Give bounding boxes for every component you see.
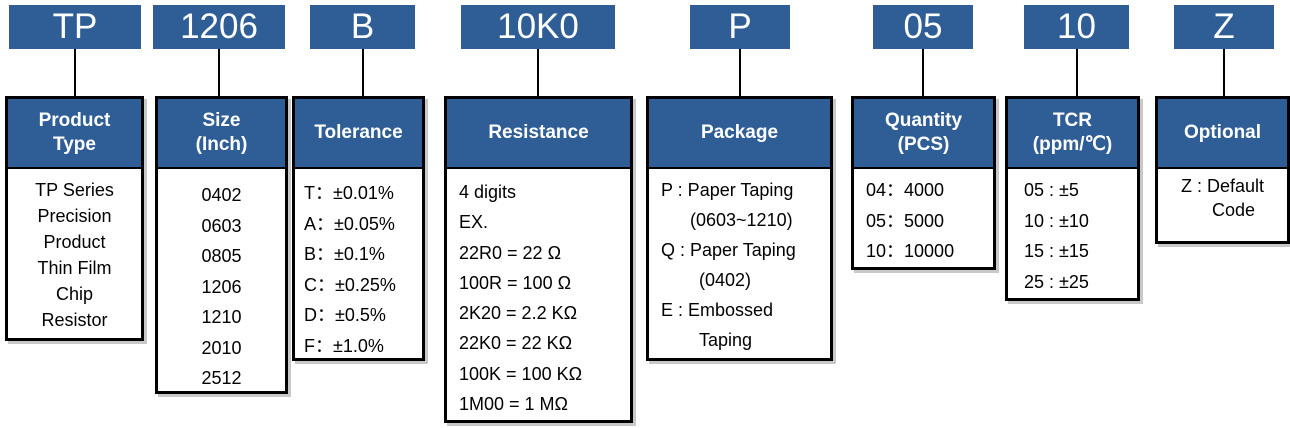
body-line: 04：4000 (866, 180, 945, 200)
body-line: 2010 (201, 337, 242, 358)
header-line: TCR (1052, 110, 1093, 131)
body-line: C：±0.25% (304, 274, 396, 295)
body-line: Z : Default (1180, 176, 1265, 196)
column-header: Size (Inch) (158, 99, 285, 169)
column-size: Size (Inch) 0402 0603 0805 1206 1210 2010… (155, 96, 288, 394)
body-line: 10：10000 (866, 241, 955, 261)
column-header: Tolerance (295, 99, 422, 169)
body-line: P : Paper Taping (661, 180, 794, 200)
body-line: A：±0.05% (304, 213, 395, 234)
body-line: Resistor (41, 310, 108, 330)
body-line: 1210 (201, 307, 242, 327)
body-line: 0805 (201, 246, 242, 266)
body-line: (0402) (699, 270, 752, 290)
column-body: T：±0.01% A：±0.05% B：±0.1% C：±0.25% D：±0.… (295, 169, 422, 361)
code-box-optional: Z (1174, 5, 1274, 49)
header-line: Type (53, 134, 96, 155)
body-line: Code (1211, 200, 1256, 220)
body-line: 10 : ±10 (1024, 210, 1089, 231)
column-body: 4 digits EX. 22R0 = 22 Ω 100R = 100 Ω 2K… (447, 169, 630, 419)
column-body: 05 : ±5 10 : ±10 15 : ±15 25 : ±25 (1008, 169, 1137, 297)
column-body: 0402 0603 0805 1206 1210 2010 2512 (158, 169, 285, 394)
connector-line (74, 49, 76, 97)
code-box-product-type: TP (9, 5, 141, 49)
column-optional: Optional Z : Default Code (1155, 96, 1290, 244)
column-resistance: Resistance 4 digits EX. 22R0 = 22 Ω 100R… (444, 96, 633, 423)
body-line: EX. (459, 212, 489, 233)
column-body: Z : Default Code (1158, 169, 1287, 222)
code-box-tcr: 10 (1024, 5, 1129, 49)
body-line: 100K = 100 KΩ (459, 363, 583, 384)
body-line: 0402 (201, 185, 242, 205)
column-header: Package (649, 99, 830, 169)
body-line: Precision (37, 206, 112, 226)
body-line: 15 : ±15 (1024, 241, 1089, 261)
header-line: Quantity (884, 110, 963, 131)
header-line: Package (700, 122, 779, 143)
body-line: 1M00 = 1 MΩ (459, 394, 569, 415)
header-line: (Inch) (195, 134, 248, 155)
code-box-tolerance: B (310, 5, 415, 49)
body-line: B：±0.1% (304, 244, 385, 264)
column-tolerance: Tolerance T：±0.01% A：±0.05% B：±0.1% C：±0… (292, 96, 425, 361)
column-header: TCR (ppm/℃) (1008, 99, 1137, 169)
header-line: (ppm/℃) (1032, 134, 1113, 155)
column-body: TP Series Precision Product Thin Film Ch… (8, 169, 141, 333)
body-line: T：±0.01% (304, 183, 394, 203)
column-body: P : Paper Taping (0603~1210) Q : Paper T… (649, 169, 830, 355)
connector-line (362, 49, 364, 97)
body-line: 05 : ±5 (1024, 180, 1079, 200)
body-line: 25 : ±25 (1024, 271, 1089, 292)
header-line: Tolerance (314, 122, 403, 143)
body-line: 05：5000 (866, 210, 945, 231)
body-line: 100R = 100 Ω (459, 272, 572, 293)
connector-line (1223, 49, 1225, 97)
connector-line (537, 49, 539, 97)
connector-line (739, 49, 741, 97)
body-line: D：±0.5% (304, 305, 386, 325)
connector-line (218, 49, 220, 97)
body-line: 22R0 = 22 Ω (459, 242, 562, 263)
connector-line (1076, 49, 1078, 97)
body-line: F：±1.0% (304, 335, 384, 356)
body-line: 0603 (201, 215, 242, 236)
body-line: TP Series (35, 180, 114, 200)
body-line: Chip (55, 284, 94, 304)
body-line: (0603~1210) (690, 210, 793, 230)
body-line: 2K20 = 2.2 KΩ (459, 303, 578, 324)
code-box-resistance: 10K0 (461, 5, 615, 49)
header-line: Resistance (488, 122, 589, 143)
body-line: 22K0 = 22 KΩ (459, 333, 573, 354)
body-line: Taping (699, 330, 753, 350)
header-line: (PCS) (897, 134, 950, 155)
body-line: 2512 (201, 368, 242, 388)
body-line: Q : Paper Taping (661, 240, 796, 260)
column-header: Optional (1158, 99, 1287, 169)
header-line: Size (202, 110, 241, 131)
column-header: Resistance (447, 99, 630, 169)
body-line: E : Embossed (661, 300, 774, 320)
code-box-package: P (690, 5, 790, 49)
body-line: 4 digits (459, 182, 517, 202)
column-header: Quantity (PCS) (854, 99, 993, 169)
body-line: Thin Film (37, 258, 112, 278)
header-line: Product (38, 110, 111, 131)
column-package: Package P : Paper Taping (0603~1210) Q :… (646, 96, 833, 361)
code-box-quantity: 05 (873, 5, 973, 49)
body-line: 1206 (201, 276, 242, 297)
body-line: Product (43, 232, 106, 252)
header-line: Optional (1183, 122, 1262, 143)
connector-line (922, 49, 924, 97)
column-quantity: Quantity (PCS) 04：4000 05：5000 10：10000 (851, 96, 996, 270)
column-tcr: TCR (ppm/℃) 05 : ±5 10 : ±10 15 : ±15 25 … (1005, 96, 1140, 301)
code-box-size: 1206 (153, 5, 285, 49)
column-body: 04：4000 05：5000 10：10000 (854, 169, 993, 267)
